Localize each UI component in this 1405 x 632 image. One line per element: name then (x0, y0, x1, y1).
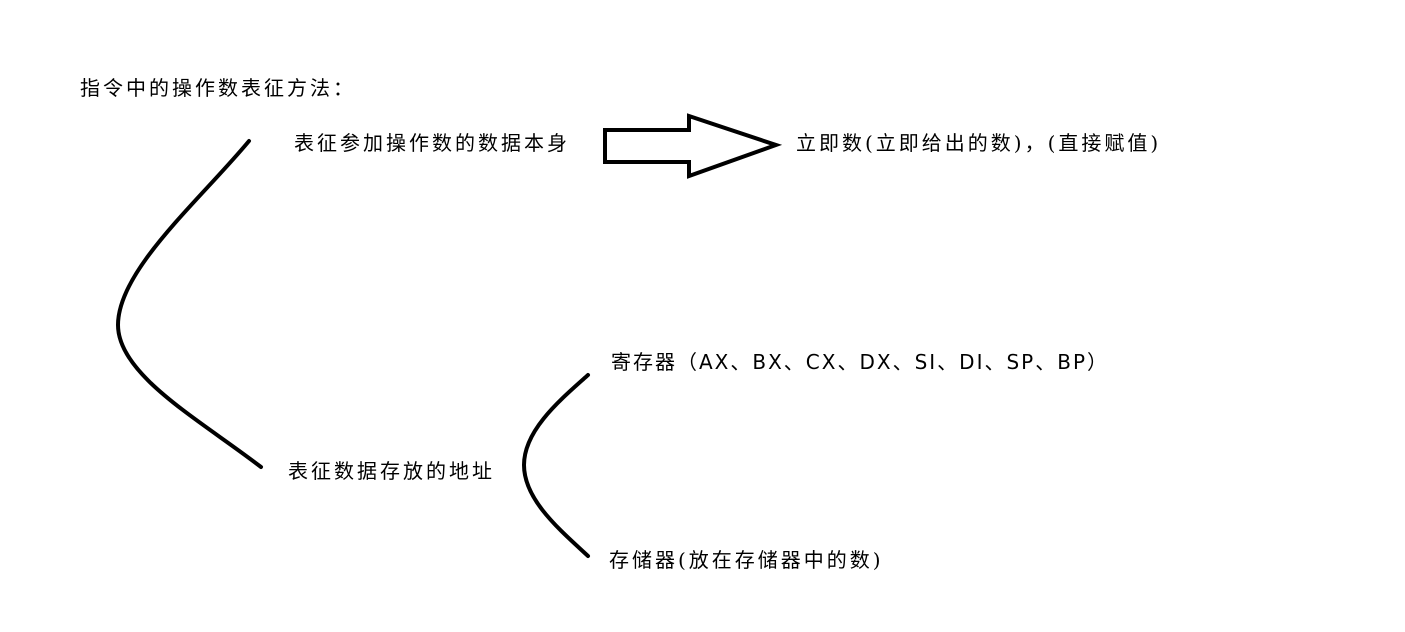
node-address: 表征数据存放的地址 (288, 459, 495, 483)
node-memory: 存储器(放在存储器中的数) (609, 548, 884, 572)
right-arrow-icon (603, 113, 783, 179)
node-immediate: 立即数(立即给出的数)，(直接赋值) (796, 131, 1162, 155)
diagram-title: 指令中的操作数表征方法： (80, 76, 356, 100)
node-value-itself: 表征参加操作数的数据本身 (294, 131, 570, 155)
inner-brace-curve (521, 373, 590, 558)
node-register: 寄存器（AX、BX、CX、DX、SI、DI、SP、BP） (611, 350, 1110, 374)
outer-brace-curve (115, 139, 263, 469)
